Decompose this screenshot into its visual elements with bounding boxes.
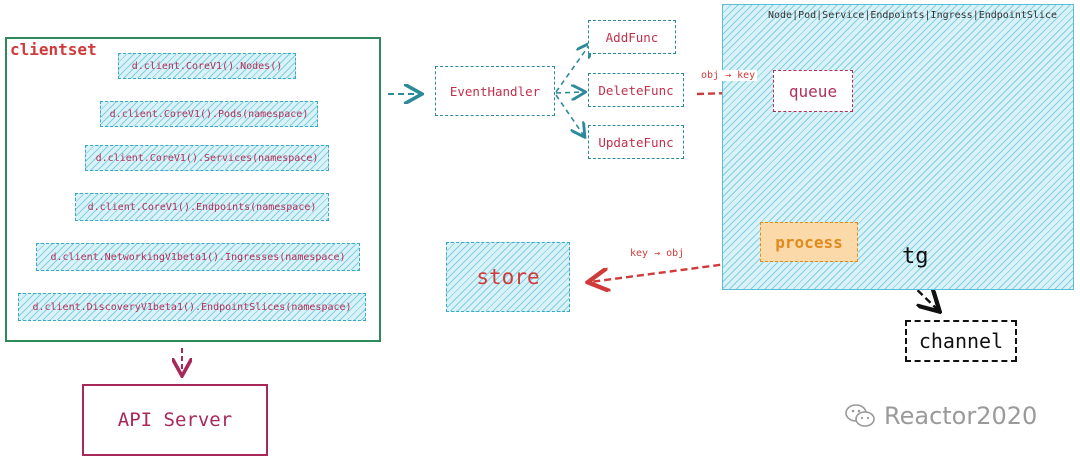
call-nodes: d.client.CoreV1().Nodes() bbox=[118, 53, 296, 79]
tg-label: tg bbox=[902, 244, 929, 269]
channel-box: channel bbox=[905, 320, 1017, 362]
call-endpoints: d.client.CoreV1().Endpoints(namespace) bbox=[75, 193, 329, 221]
call-ingresses: d.client.NetworkingV1beta1().Ingresses(n… bbox=[36, 243, 360, 271]
key-to-obj-label: key → obj bbox=[630, 248, 685, 259]
clientset-box bbox=[5, 37, 381, 342]
edge-process-to-store bbox=[590, 260, 743, 282]
call-services: d.client.CoreV1().Services(namespace) bbox=[85, 145, 329, 171]
event-handler-box: EventHandler bbox=[435, 66, 555, 116]
edge-eventhandler-to-updatefunc bbox=[555, 94, 584, 136]
watermark: Reactor2020 bbox=[844, 402, 1037, 430]
obj-to-key-label: obj → key bbox=[699, 70, 758, 81]
process-box: process bbox=[760, 222, 858, 262]
updatefunc-box: UpdateFunc bbox=[588, 125, 684, 159]
call-endpointslices: d.client.DiscoveryV1beta1().EndpointSlic… bbox=[18, 293, 366, 321]
call-pods: d.client.CoreV1().Pods(namespace) bbox=[100, 101, 318, 127]
clientset-title: clientset bbox=[10, 40, 97, 59]
deletefunc-box: DeleteFunc bbox=[588, 73, 684, 107]
addfunc-box: AddFunc bbox=[588, 20, 676, 54]
edge-eventhandler-to-deletefunc bbox=[555, 92, 584, 93]
api-server-box: API Server bbox=[82, 384, 268, 456]
controller-resources-label: Node|Pod|Service|Endpoints|Ingress|Endpo… bbox=[768, 10, 1057, 21]
wechat-icon bbox=[845, 404, 875, 427]
edge-eventhandler-to-addfunc bbox=[555, 44, 590, 93]
store-box: store bbox=[446, 242, 570, 312]
queue-box: queue bbox=[773, 70, 853, 112]
watermark-text: Reactor2020 bbox=[884, 402, 1038, 430]
